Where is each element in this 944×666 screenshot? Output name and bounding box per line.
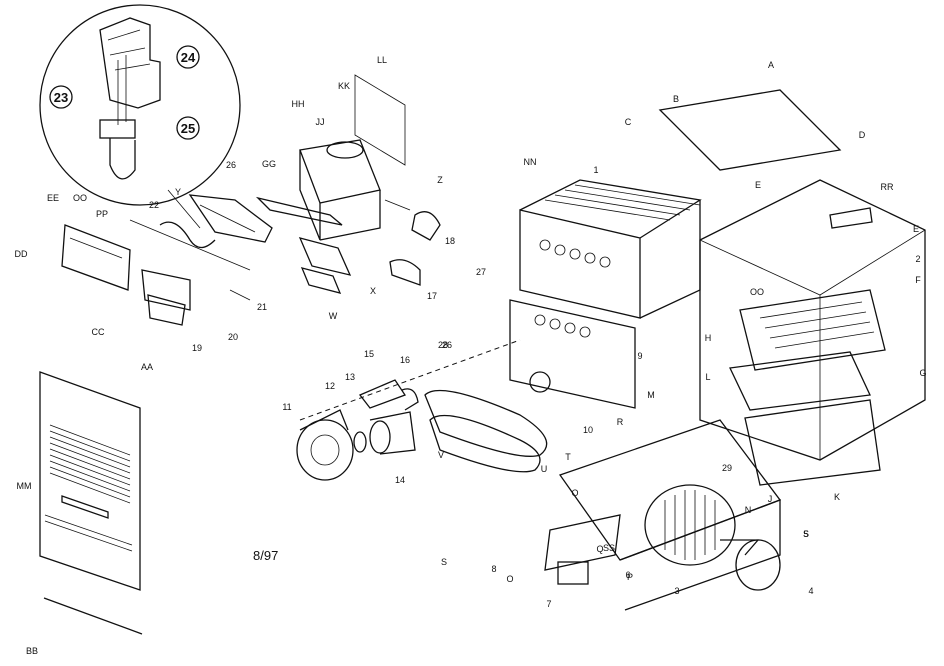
callout-DD: DD — [15, 249, 28, 259]
callout-18: 18 — [445, 236, 455, 246]
callout-AA: AA — [141, 362, 153, 372]
callout-labels: A B C D E E F G H J K L M N O O P Q R S … — [15, 55, 927, 656]
callout-U: U — [541, 464, 548, 474]
callout-KK: KK — [338, 81, 350, 91]
callout-RR: RR — [881, 182, 894, 192]
svg-text:24: 24 — [181, 50, 196, 65]
callout-L: L — [705, 372, 710, 382]
date-code: 8/97 — [253, 548, 278, 563]
callout-PP: PP — [96, 209, 108, 219]
callout-22: 22 — [149, 200, 159, 210]
callout-6: 6 — [625, 570, 630, 580]
callout-23: 23 — [49, 85, 73, 109]
callout-LL: LL — [377, 55, 387, 65]
callout-W: W — [329, 311, 338, 321]
callout-O2: O — [506, 574, 513, 584]
callout-Z: Z — [437, 175, 443, 185]
callout-EE: EE — [47, 193, 59, 203]
control-box — [255, 74, 411, 294]
svg-text:25: 25 — [181, 121, 195, 136]
callout-3: 3 — [674, 586, 679, 596]
callout-A: A — [768, 60, 774, 70]
callout-HH: HH — [292, 99, 305, 109]
callout-21: 21 — [257, 302, 267, 312]
callout-JJ: JJ — [316, 117, 325, 127]
callout-D: D — [859, 130, 866, 140]
callout-C: C — [625, 117, 632, 127]
callout-B: B — [673, 94, 679, 104]
callout-16: 16 — [400, 355, 410, 365]
callout-OO1: OO — [73, 193, 87, 203]
callout-O1: O — [571, 488, 578, 498]
blower-assembly — [544, 419, 782, 611]
front-panel — [39, 371, 143, 635]
svg-text:23: 23 — [54, 90, 68, 105]
callout-GG: GG — [262, 159, 276, 169]
callout-26a: 26 — [226, 160, 236, 170]
callout-17: 17 — [427, 291, 437, 301]
callout-1: 1 — [593, 165, 598, 175]
callout-Q: Q — [596, 544, 603, 554]
callout-Y: Y — [175, 187, 181, 197]
control-panel-parts — [61, 194, 273, 326]
callout-F: F — [915, 275, 921, 285]
callout-R: R — [617, 417, 624, 427]
callout-S2: S — [803, 529, 809, 539]
callout-T: T — [565, 452, 571, 462]
callout-S1: S — [441, 557, 447, 567]
callout-K: K — [834, 492, 840, 502]
callout-9: 9 — [637, 351, 642, 361]
callout-13: 13 — [345, 372, 355, 382]
callout-4: 4 — [808, 586, 813, 596]
callout-M: M — [647, 390, 655, 400]
callout-E2: E — [913, 224, 919, 234]
callout-19: 19 — [192, 343, 202, 353]
callout-10: 10 — [583, 425, 593, 435]
callout-28: 28 — [438, 340, 448, 350]
callout-P: P — [627, 572, 633, 582]
callout-CC: CC — [92, 327, 105, 337]
callout-12: 12 — [325, 381, 335, 391]
callout-7: 7 — [546, 599, 551, 609]
callout-8: 8 — [491, 564, 496, 574]
callout-E1: E — [755, 180, 761, 190]
gas-valve-parts — [389, 211, 441, 286]
callout-SS: SS — [603, 543, 615, 553]
callout-N: N — [745, 505, 752, 515]
callout-5: 5 — [803, 529, 808, 539]
outer-cabinet — [658, 89, 926, 486]
callout-26b: 26 — [442, 340, 452, 350]
callout-25: 25 — [176, 116, 200, 140]
callout-G: G — [919, 368, 926, 378]
callout-OO2: OO — [750, 287, 764, 297]
inducer-assembly — [296, 339, 521, 481]
callout-J: J — [768, 494, 773, 504]
callout-V: V — [438, 450, 444, 460]
callout-BB: BB — [26, 646, 38, 656]
callout-20: 20 — [228, 332, 238, 342]
heat-exchanger — [424, 179, 702, 473]
callout-11: 11 — [282, 402, 291, 412]
callout-X: X — [370, 286, 376, 296]
detail-inset — [39, 4, 241, 229]
callout-MM: MM — [17, 481, 32, 491]
callout-14: 14 — [395, 475, 405, 485]
callout-15: 15 — [364, 349, 374, 359]
callout-29: 29 — [722, 463, 732, 473]
callout-H: H — [705, 333, 712, 343]
callout-24: 24 — [176, 45, 200, 69]
callout-27: 27 — [476, 267, 486, 277]
callout-2: 2 — [915, 254, 920, 264]
callout-NN: NN — [524, 157, 537, 167]
